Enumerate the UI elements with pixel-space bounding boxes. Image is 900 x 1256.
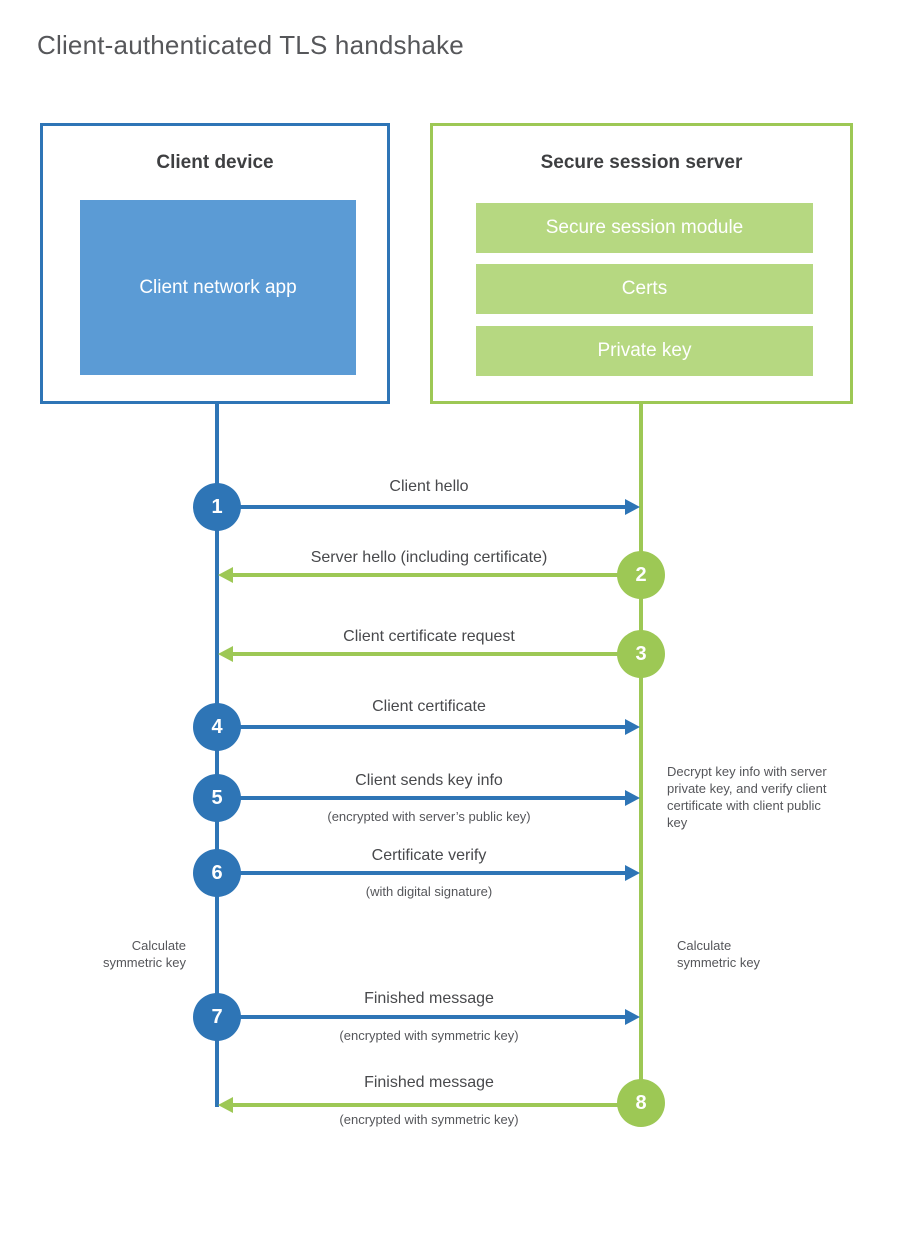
arrow-right-icon [625, 1009, 640, 1025]
client-device-title: Client device [156, 152, 274, 173]
message-label: Client hello [389, 478, 469, 495]
message-label: Finished message [364, 1074, 494, 1091]
message-sublabel: (encrypted with server’s public key) [327, 809, 531, 824]
arrow-shaft [217, 725, 625, 729]
secure-session-server-box: Secure session server Secure session mod… [430, 123, 853, 404]
client-network-app-label: Client network app [139, 276, 297, 298]
step-number-badge: 8 [617, 1079, 665, 1127]
secure-session-server-title: Secure session server [540, 152, 743, 173]
arrow-shaft [217, 505, 625, 509]
arrow-left-icon [218, 1097, 233, 1113]
message-sublabel: (with digital signature) [365, 884, 493, 899]
client-device-box: Client device Client network app [40, 123, 390, 404]
arrow-right-icon [625, 719, 640, 735]
certs-bar: Certs [476, 264, 813, 314]
arrow-shaft [217, 871, 625, 875]
server-lifeline [639, 404, 643, 1110]
arrow-right-icon [625, 865, 640, 881]
message-label: Client certificate request [343, 628, 515, 645]
message-label: Server hello (including certificate) [310, 549, 548, 566]
step-number-badge: 2 [617, 551, 665, 599]
arrow-right-icon [625, 790, 640, 806]
message-label: Certificate verify [371, 847, 487, 864]
arrow-left-icon [218, 646, 233, 662]
message-label: Client sends key info [355, 772, 503, 789]
message-label: Client certificate [372, 698, 486, 715]
arrow-shaft [217, 1015, 625, 1019]
arrow-right-icon [625, 499, 640, 515]
step-number-badge: 4 [193, 703, 241, 751]
step-number-badge: 6 [193, 849, 241, 897]
step-number-badge: 5 [193, 774, 241, 822]
secure-session-module-bar: Secure session module [476, 203, 813, 253]
calculate-symmetric-key-note-client: Calculate symmetric key [102, 938, 186, 970]
arrow-shaft [217, 796, 625, 800]
step-number-badge: 7 [193, 993, 241, 1041]
arrow-left-icon [218, 567, 233, 583]
calculate-symmetric-key-note-server: Calculate symmetric key [677, 938, 761, 970]
step-number-badge: 3 [617, 630, 665, 678]
page-title: Client-authenticated TLS handshake [37, 30, 464, 60]
client-network-app-box: Client network app [80, 200, 356, 375]
decrypt-key-note: Decrypt key info with server private key… [667, 764, 827, 830]
client-lifeline [215, 404, 219, 1107]
private-key-bar: Private key [476, 326, 813, 376]
arrow-shaft [233, 573, 641, 577]
arrow-shaft [233, 652, 641, 656]
step-number-badge: 1 [193, 483, 241, 531]
message-sublabel: (encrypted with symmetric key) [339, 1028, 519, 1043]
arrow-shaft [233, 1103, 641, 1107]
message-label: Finished message [364, 990, 494, 1007]
message-sublabel: (encrypted with symmetric key) [339, 1112, 519, 1127]
